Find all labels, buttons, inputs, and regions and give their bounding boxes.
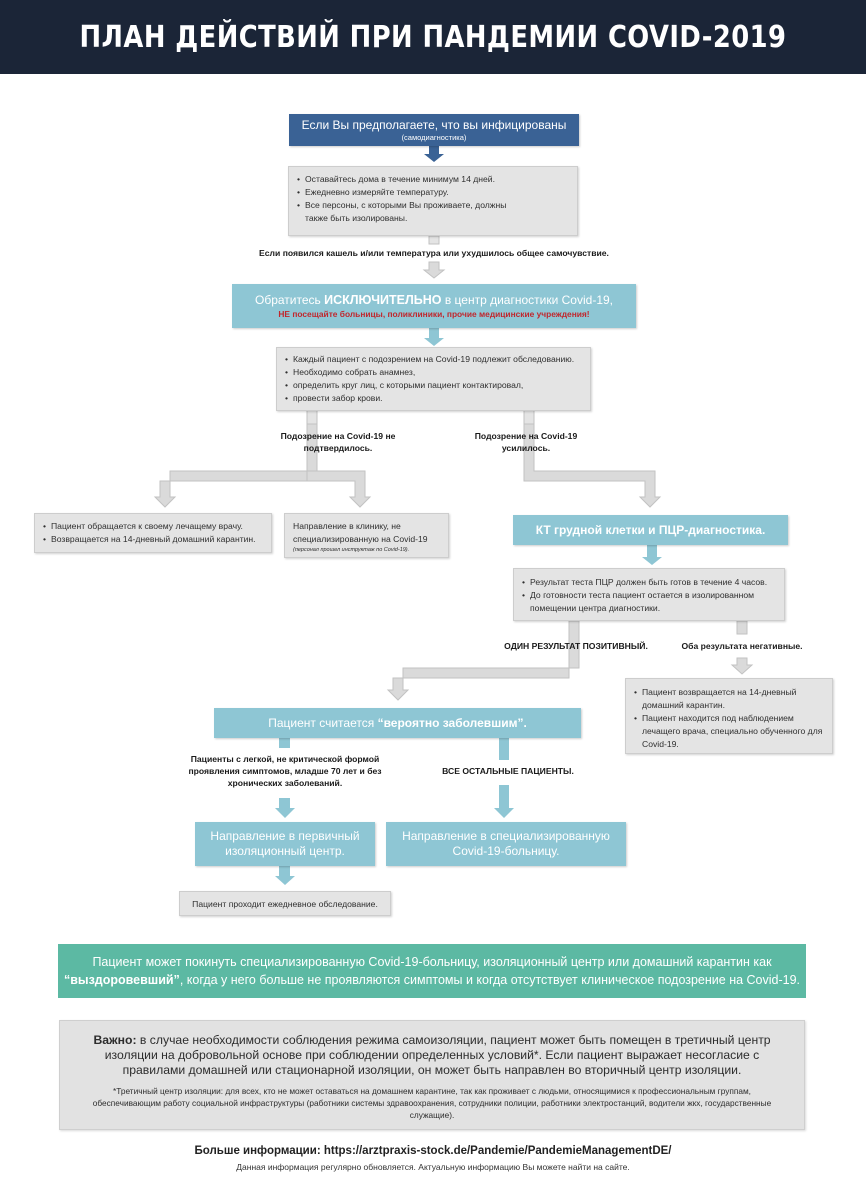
page-title: ПЛАН ДЕЙСТВИЙ ПРИ ПАНДЕМИИ COVID-2019 xyxy=(79,19,787,55)
arrow-left-branch-inner xyxy=(306,470,372,508)
exam-item: Каждый пациент с подозрением на Covid-19… xyxy=(285,353,582,366)
self-check-box: Если Вы предполагаете, что вы инфицирова… xyxy=(289,114,579,146)
clinic-text: Направление в клинику, не специализирова… xyxy=(293,521,428,544)
connector-exam-left-stub xyxy=(306,409,318,425)
negative-item: Пациент возвращается на 14-дневный домаш… xyxy=(634,686,824,712)
primary-center-text: Направление в первичный изоляционный цен… xyxy=(210,829,360,858)
ct-pcr-box: КТ грудной клетки и ПЦР-диагностика. xyxy=(513,515,788,545)
recovered-line1: Пациент может покинуть специализированну… xyxy=(92,955,772,969)
recovered-line2: “выздоровевший”, когда у него больше не … xyxy=(63,973,801,987)
home-item: Ежедневно измеряйте температуру. xyxy=(297,186,569,199)
exam-item: определить круг лиц, с которыми пациент … xyxy=(285,379,582,392)
negative-result-box: Пациент возвращается на 14-дневный домаш… xyxy=(625,678,833,754)
probable-case-box: Пациент считается “вероятно заболевшим”. xyxy=(214,708,581,738)
exam-item: провести забор крови. xyxy=(285,392,582,405)
important-footnote: *Третичный центр изоляции: для всех, кто… xyxy=(92,1086,772,1120)
update-note: Данная информация регулярно обновляется.… xyxy=(236,1162,630,1172)
arrow-one-positive xyxy=(386,620,580,701)
contact-center-box: Обратитесь ИСКЛЮЧИТЕЛЬНО в центр диагнос… xyxy=(232,284,636,328)
self-check-title: Если Вы предполагаете, что вы инфицирова… xyxy=(301,118,567,132)
symptoms-label: Если появился кашель и/или температура и… xyxy=(259,248,609,258)
gp-item: Пациент обращается к своему лечащему вра… xyxy=(43,520,263,533)
recovered-banner: Пациент может покинуть специализированну… xyxy=(58,944,806,998)
important-note-box: Важно: в случае необходимости соблюдения… xyxy=(59,1020,805,1130)
important-text: Важно: в случае необходимости соблюдения… xyxy=(93,1033,771,1077)
arrow-both-negative xyxy=(736,620,748,635)
pcr-item: До готовности теста пациент остается в и… xyxy=(522,589,776,615)
arrow-left-branch xyxy=(153,409,318,508)
other-patients-label: ВСЕ ОСТАЛЬНЫЕ ПАЦИЕНТЫ. xyxy=(442,766,574,776)
arrow-symptoms xyxy=(422,261,446,279)
primary-center-box: Направление в первичный изоляционный цен… xyxy=(195,822,375,866)
examination-box: Каждый пациент с подозрением на Covid-19… xyxy=(276,347,591,411)
arrow-negative-box xyxy=(730,657,754,675)
arrow-probable-others xyxy=(499,738,509,760)
more-info-link[interactable]: Больше информации: https://arztpraxis-st… xyxy=(194,1145,672,1157)
home-item: Все персоны, с которыми Вы проживаете, д… xyxy=(297,199,569,225)
probable-case-text: Пациент считается “вероятно заболевшим”. xyxy=(268,716,527,730)
page-header: ПЛАН ДЕЙСТВИЙ ПРИ ПАНДЕМИИ COVID-2019 xyxy=(0,0,866,74)
exclusive-emphasis: ИСКЛЮЧИТЕЛЬНО xyxy=(324,293,442,307)
special-hospital-text: Направление в специализированную Covid-1… xyxy=(402,829,610,858)
arrow-ct-down xyxy=(642,545,662,565)
both-negative-label: Оба результата негативные. xyxy=(681,641,803,651)
clinic-note: (персонал прошел инструктаж по Covid-19)… xyxy=(293,547,410,553)
mild-patients-label: Пациенты с легкой, не критической формой… xyxy=(188,754,382,788)
connector-exam-right-stub xyxy=(523,409,535,425)
contact-center-warning: НЕ посещайте больницы, поликлиники, проч… xyxy=(278,309,590,319)
page-footer: Больше информации: https://arztpraxis-st… xyxy=(0,1145,866,1172)
one-positive-label: ОДИН РЕЗУЛЬТАТ ПОЗИТИВНЫЙ. xyxy=(504,641,648,651)
contact-center-text: Обратитесь ИСКЛЮЧИТЕЛЬНО в центр диагнос… xyxy=(254,293,613,307)
arrow-right-branch xyxy=(523,409,662,508)
pcr-result-box: Результат теста ПЦР должен быть готов в … xyxy=(513,568,785,621)
branch-not-confirmed: Подозрение на Covid-19 не подтвердилось. xyxy=(280,431,396,453)
branch-increased: Подозрение на Covid-19 усилилось. xyxy=(474,431,578,453)
special-hospital-box: Направление в специализированную Covid-1… xyxy=(386,822,626,866)
arrow-mild-down xyxy=(275,798,295,818)
home-item: Оставайтесь дома в течение минимум 14 дн… xyxy=(297,173,569,186)
important-label: Важно: xyxy=(93,1033,137,1047)
arrow-navy-down xyxy=(424,146,444,162)
gp-item: Возвращается на 14-дневный домашний кара… xyxy=(43,533,263,546)
arrow-primary-down xyxy=(275,866,295,885)
arrow-center-down xyxy=(424,328,444,346)
exam-item: Необходимо собрать анамнез, xyxy=(285,366,582,379)
ct-pcr-text: КТ грудной клетки и ПЦР-диагностика. xyxy=(535,523,766,537)
probable-emphasis: “вероятно заболевшим”. xyxy=(377,716,527,730)
daily-exam-text: Пациент проходит ежедневное обследование… xyxy=(192,899,378,909)
gp-box: Пациент обращается к своему лечащему вра… xyxy=(34,513,272,553)
recovered-emphasis: “выздоровевший” xyxy=(63,973,180,987)
arrow-others-down xyxy=(494,785,514,818)
home-isolation-box: Оставайтесь дома в течение минимум 14 дн… xyxy=(288,166,578,236)
self-check-subtitle: (самодиагностика) xyxy=(401,133,467,142)
connector-home-stub xyxy=(428,235,440,245)
arrow-probable-mild xyxy=(279,738,290,748)
daily-exam-box: Пациент проходит ежедневное обследование… xyxy=(179,891,391,916)
clinic-box: Направление в клинику, не специализирова… xyxy=(284,513,449,558)
negative-item: Пациент находится под наблюдением лечаще… xyxy=(634,712,824,751)
pcr-item: Результат теста ПЦР должен быть готов в … xyxy=(522,576,776,589)
